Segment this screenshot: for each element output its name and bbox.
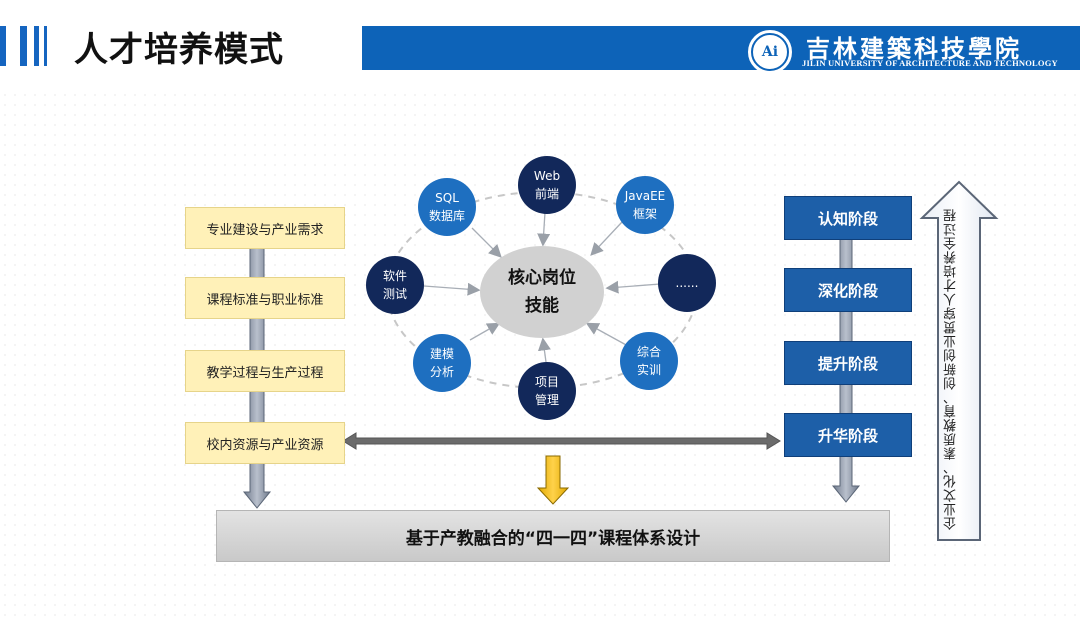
spoke-arrow [605,280,661,294]
yellow-down-arrow [536,455,570,505]
stage-box: 升华阶段 [784,413,912,457]
node-label: 建模 [429,347,454,361]
header-accent-bar [0,26,6,66]
university-logo: Ai [748,30,792,74]
skill-node-modeling: 建模 分析 [413,334,471,392]
university-name-en: JILIN UNIVERSITY OF ARCHITECTURE AND TEC… [802,58,1058,68]
skill-node-more: ...... [658,254,716,312]
left-item: 专业建设与产业需求 [185,207,345,249]
university-name-cn: 吉林建築科技學院 [806,34,1022,63]
node-label: 前端 [534,187,559,201]
logo-emblem: Ai [751,33,789,71]
horizontal-double-arrow [342,432,781,450]
node-label: 综合 [636,345,661,359]
node-label: 实训 [636,363,661,377]
stage-box: 认知阶段 [784,196,912,240]
spoke-arrow [590,221,623,256]
skill-node-sql: SQL 数据库 [418,178,476,236]
skill-node-practice: 综合 实训 [620,332,678,390]
spoke-arrow [471,227,502,258]
header-accent-bar [20,26,27,66]
header-accent-bar [34,26,39,66]
stage-box: 提升阶段 [784,341,912,385]
spoke-arrow [537,337,551,363]
node-label: 测试 [382,287,407,301]
node-label: 数据库 [428,209,465,223]
header-accent-bar [44,26,47,66]
node-label: 管理 [534,393,559,407]
node-label: JavaEE [624,189,666,203]
left-item: 课程标准与职业标准 [185,277,345,319]
node-label: 框架 [632,207,657,221]
skill-node-project: 项目 管理 [518,362,576,420]
spoke-arrow [423,282,481,296]
curriculum-design-bar: 基于产教融合的“四一四”课程体系设计 [216,510,890,562]
node-label: 项目 [534,375,559,389]
university-banner [362,26,1080,70]
node-label: SQL [435,191,459,205]
spoke-arrow [469,322,501,341]
skill-node-web: Web 前端 [518,156,576,214]
core-skills-ellipse: 核心岗位 技能 [480,246,604,338]
core-label-line1: 核心岗位 [508,268,576,288]
node-label: Web [533,169,561,183]
core-label-line2: 技能 [525,296,559,316]
big-up-arrow [919,180,999,541]
stage-box: 深化阶段 [784,268,912,312]
vertical-caption: 企业文化、素质教育、创新创业贯穿人才培养全过程 [944,208,959,530]
node-label: 分析 [429,365,454,379]
left-item: 校内资源与产业资源 [185,422,345,464]
spoke-arrow [537,211,551,247]
spoke-arrow [585,322,629,347]
page-title: 人才培养模式 [74,30,284,70]
skill-node-testing: 软件 测试 [366,256,424,314]
node-label: 软件 [382,269,407,283]
left-item: 教学过程与生产过程 [185,350,345,392]
node-label: ...... [675,276,699,290]
skill-node-javaee: JavaEE 框架 [616,176,674,234]
